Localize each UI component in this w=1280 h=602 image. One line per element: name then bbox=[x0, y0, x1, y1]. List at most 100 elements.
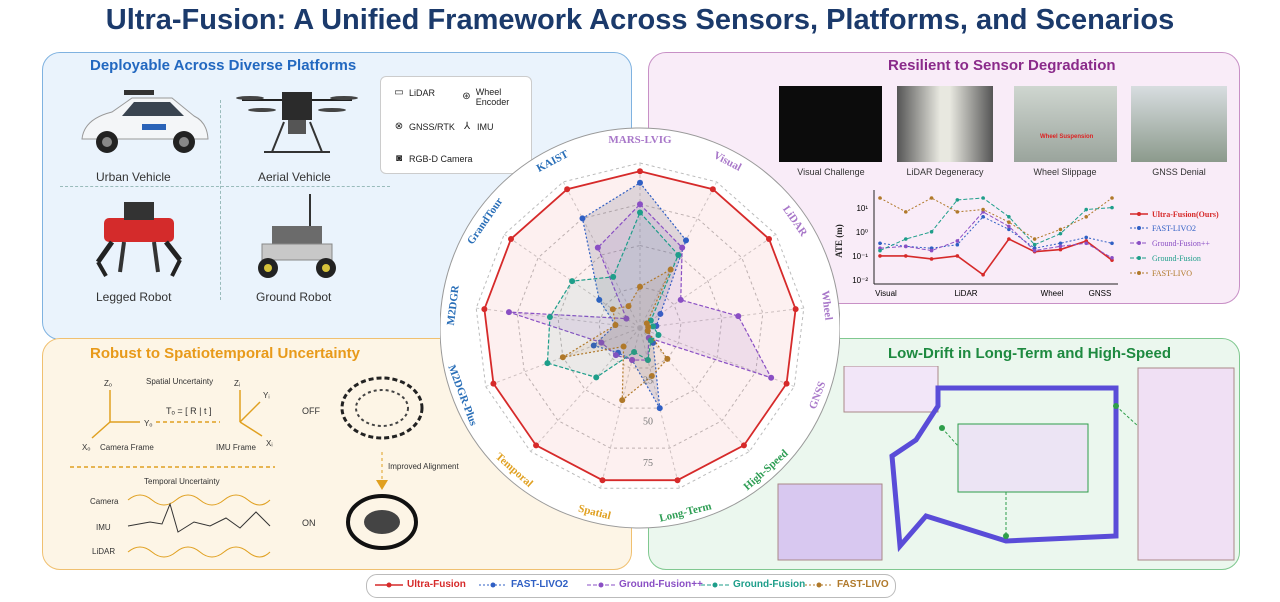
camera-icon: ◙ bbox=[395, 153, 403, 164]
ate-point bbox=[1032, 237, 1037, 241]
ate-point bbox=[1058, 227, 1063, 232]
radar-axis-label: M2DGR bbox=[445, 284, 462, 327]
alignment-pointclouds bbox=[340, 376, 424, 550]
ate-point bbox=[1084, 235, 1089, 240]
radar-ring bbox=[598, 286, 682, 369]
thumb-label: Visual Challenge bbox=[797, 167, 865, 177]
radar-point bbox=[620, 343, 627, 350]
ate-xtick: Visual bbox=[875, 289, 897, 298]
ate-point bbox=[1058, 247, 1063, 252]
axis-y-c: Yₒ bbox=[144, 419, 152, 428]
ate-series-line bbox=[880, 238, 1113, 276]
ate-point bbox=[1058, 241, 1063, 246]
aerial-vehicle-image bbox=[236, 92, 358, 153]
radar-point bbox=[783, 380, 790, 387]
radar-series-0 bbox=[483, 170, 797, 482]
wheel-suspension-label: Wheel Suspension bbox=[1040, 134, 1094, 140]
radar-point bbox=[579, 215, 586, 222]
legged-robot-image bbox=[95, 202, 182, 277]
radar-point bbox=[768, 374, 775, 381]
radar-point bbox=[683, 237, 690, 244]
ate-ytick: 10¹ bbox=[856, 204, 868, 213]
platform-label: Urban Vehicle bbox=[96, 170, 171, 184]
camera-frame-label: Camera Frame bbox=[100, 443, 154, 452]
ate-point bbox=[1032, 248, 1037, 253]
ate-point bbox=[1110, 241, 1114, 246]
radar-point bbox=[679, 244, 686, 251]
radar-point bbox=[598, 339, 605, 346]
radar-point bbox=[625, 303, 632, 310]
ate-legend-item: FAST-LIVO bbox=[1152, 269, 1192, 278]
radar-point bbox=[675, 251, 682, 258]
spatiotemporal-diagram: Zₒ Yₒ Xₒ Zᵢ Yᵢ Xᵢ Spatial Uncertainty Tₒ… bbox=[70, 377, 275, 558]
radar-point bbox=[599, 477, 606, 484]
ate-point bbox=[981, 272, 985, 277]
ate-point bbox=[1110, 205, 1114, 210]
radar-point bbox=[792, 306, 799, 313]
signal-label: Camera bbox=[90, 497, 119, 506]
sensor-item: ⊗GNSS/RTK bbox=[394, 121, 455, 132]
degradation-title: Resilient to Sensor Degradation bbox=[888, 57, 1116, 74]
radar-series-4 bbox=[562, 268, 672, 402]
page-title: Ultra-Fusion: A Unified Framework Across… bbox=[105, 4, 1175, 36]
method-legend: Ultra-Fusion FAST-LIVO2 Ground-Fusion++ … bbox=[366, 574, 896, 598]
ate-point bbox=[981, 214, 985, 219]
signal-label: IMU bbox=[96, 523, 111, 532]
radar-point bbox=[740, 442, 747, 449]
trajectory-map bbox=[777, 366, 1235, 561]
wheel-slippage-thumb: Wheel Suspension bbox=[1014, 86, 1117, 162]
ate-point bbox=[955, 210, 960, 214]
sensor-legend: ▭LiDAR ⊛Wheel Encoder ⊗GNSS/RTK ⅄IMU ◙RG… bbox=[380, 76, 532, 174]
ate-point bbox=[929, 257, 934, 261]
thumb-label: Wheel Slippage bbox=[1033, 167, 1097, 177]
legend-item: Ground-Fusion bbox=[701, 579, 805, 590]
ate-point bbox=[929, 196, 934, 200]
ate-chart: ATE (m) 10¹ 10⁰ 10⁻¹ 10⁻² Visual LiDAR W… bbox=[834, 190, 1219, 298]
radar-point bbox=[593, 374, 600, 381]
radar-point bbox=[596, 296, 603, 303]
radar-point bbox=[533, 442, 540, 449]
ate-xtick: LiDAR bbox=[954, 289, 977, 298]
ate-series-line bbox=[879, 211, 1113, 259]
radar-point bbox=[647, 337, 654, 344]
radar-point bbox=[481, 306, 488, 313]
ate-point bbox=[1007, 220, 1011, 224]
axis-x-i: Xᵢ bbox=[266, 439, 273, 448]
platforms-title: Deployable Across Diverse Platforms bbox=[90, 57, 357, 74]
radar-point bbox=[637, 283, 643, 290]
radar-ring bbox=[557, 244, 723, 409]
ate-point bbox=[878, 248, 882, 253]
legend-item: FAST-LIVO2 bbox=[479, 579, 568, 590]
radar-chart: MARS-LVIGVisualLiDARWheelGNSSHigh-SpeedL… bbox=[440, 127, 840, 529]
ate-legend-item: FAST-LIVO2 bbox=[1152, 224, 1196, 233]
ate-point bbox=[903, 237, 908, 241]
temporal-label: Temporal Uncertainty bbox=[144, 477, 220, 486]
axis-x-c: Xₒ bbox=[82, 443, 90, 452]
radar-point bbox=[657, 310, 664, 317]
divider bbox=[60, 186, 390, 188]
ate-point bbox=[955, 242, 960, 247]
ate-point bbox=[1032, 242, 1037, 247]
imu-frame-label: IMU Frame bbox=[216, 443, 257, 452]
ate-point bbox=[1084, 214, 1089, 219]
ate-point bbox=[981, 196, 985, 200]
radar-point bbox=[644, 357, 651, 364]
ate-point bbox=[1007, 227, 1011, 232]
radar-point bbox=[667, 266, 674, 273]
ate-series-line bbox=[879, 197, 1113, 252]
platform-label: Ground Robot bbox=[256, 290, 332, 304]
ate-point bbox=[903, 254, 908, 258]
ate-legend-item: Ground-Fusion bbox=[1152, 254, 1201, 263]
sensor-item: ⅄IMU bbox=[461, 121, 494, 133]
platform-label: Aerial Vehicle bbox=[258, 170, 331, 184]
ate-ytick: 10⁻² bbox=[852, 276, 868, 285]
radar-point bbox=[637, 168, 643, 175]
radar-point bbox=[594, 244, 601, 251]
axis-z-i: Zᵢ bbox=[234, 379, 240, 388]
radar-point bbox=[735, 313, 742, 320]
radar-point bbox=[766, 235, 773, 242]
radar-point bbox=[637, 179, 643, 186]
visual-challenge-thumb bbox=[779, 86, 882, 162]
ate-point bbox=[1084, 241, 1089, 246]
radar-series-2 bbox=[508, 203, 773, 379]
